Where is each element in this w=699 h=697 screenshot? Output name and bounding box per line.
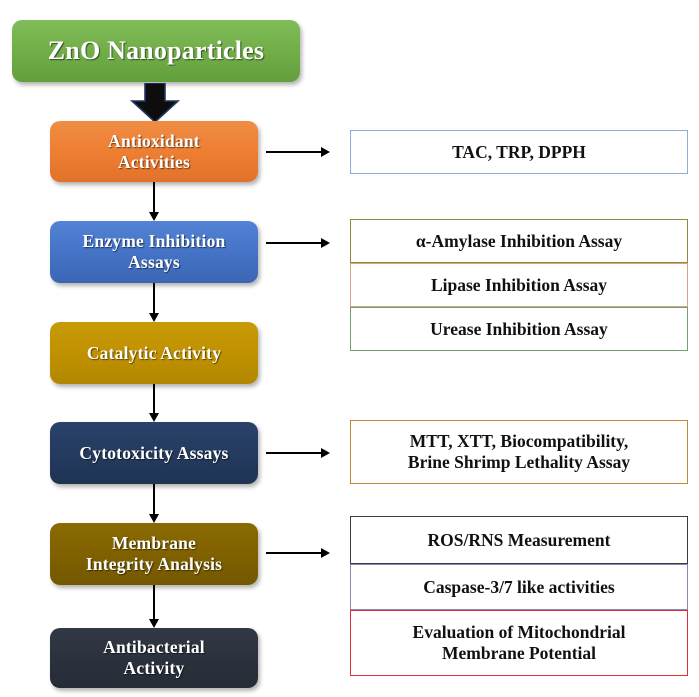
output-box-caspase[interactable]: Caspase-3/7 like activities bbox=[350, 564, 688, 610]
node-label-line1: Antibacterial bbox=[103, 637, 205, 658]
node-label-line1: Enzyme Inhibition bbox=[82, 231, 226, 252]
node-label-line1: Catalytic Activity bbox=[86, 342, 222, 363]
output-label-line2: Brine Shrimp Lethality Assay bbox=[407, 452, 631, 472]
connector-arrowhead-icon bbox=[321, 547, 330, 558]
connector-antioxidant-to-enzyme bbox=[153, 182, 155, 213]
output-box-ros-rns[interactable]: ROS/RNS Measurement bbox=[350, 516, 688, 564]
output-label-line1: Lipase Inhibition Assay bbox=[430, 274, 608, 295]
connector-arrowhead-icon bbox=[321, 447, 330, 458]
connector-arrowhead-icon bbox=[148, 212, 159, 221]
output-label-line2: Membrane Potential bbox=[441, 643, 597, 663]
node-enzyme-inhibition-assays[interactable]: Enzyme Inhibition Assays bbox=[50, 221, 258, 283]
node-label-wrapper: Enzyme Inhibition Assays bbox=[83, 231, 226, 272]
output-label-line1: ROS/RNS Measurement bbox=[427, 529, 611, 550]
connector-catalytic-to-cytotoxicity bbox=[153, 384, 155, 414]
connector-arrowhead-icon bbox=[321, 237, 330, 248]
connector-enzyme-to-outputs bbox=[266, 242, 322, 244]
output-label-wrapper: MTT, XTT, Biocompatibility, Brine Shrimp… bbox=[408, 431, 630, 473]
connector-membrane-to-antibacterial bbox=[153, 585, 155, 620]
output-label-line1: Evaluation of Mitochondrial bbox=[412, 622, 626, 642]
block-down-arrow-icon bbox=[129, 83, 181, 123]
output-box-antioxidant-methods[interactable]: TAC, TRP, DPPH bbox=[350, 130, 688, 174]
node-membrane-integrity-analysis[interactable]: Membrane Integrity Analysis bbox=[50, 523, 258, 585]
output-box-urease[interactable]: Urease Inhibition Assay bbox=[350, 307, 688, 351]
connector-arrowhead-icon bbox=[148, 313, 159, 322]
node-label: ZnO Nanoparticles bbox=[47, 35, 265, 65]
node-label-wrapper: Membrane Integrity Analysis bbox=[86, 533, 222, 574]
output-box-alpha-amylase[interactable]: α-Amylase Inhibition Assay bbox=[350, 219, 688, 263]
node-label-line2: Activities bbox=[118, 151, 190, 172]
connector-antioxidant-to-outputs bbox=[266, 151, 322, 153]
output-box-mitochondrial-membrane-potential[interactable]: Evaluation of Mitochondrial Membrane Pot… bbox=[350, 610, 688, 676]
node-label-wrapper: Antibacterial Activity bbox=[103, 637, 205, 678]
node-label-line1: Membrane bbox=[111, 533, 197, 554]
node-znO-nanoparticles[interactable]: ZnO Nanoparticles bbox=[12, 20, 300, 82]
node-label-line1: Cytotoxicity Assays bbox=[79, 442, 229, 463]
connector-cytotoxicity-to-membrane bbox=[153, 484, 155, 515]
output-box-cytotoxicity-methods[interactable]: MTT, XTT, Biocompatibility, Brine Shrimp… bbox=[350, 420, 688, 484]
node-antioxidant-activities[interactable]: Antioxidant Activities bbox=[50, 121, 258, 182]
output-label-line1: TAC, TRP, DPPH bbox=[452, 141, 586, 162]
output-box-lipase[interactable]: Lipase Inhibition Assay bbox=[350, 263, 688, 307]
connector-membrane-to-outputs bbox=[266, 552, 322, 554]
output-label-line1: Caspase-3/7 like activities bbox=[423, 576, 615, 597]
node-cytotoxicity-assays[interactable]: Cytotoxicity Assays bbox=[50, 422, 258, 484]
node-label-wrapper: Antioxidant Activities bbox=[108, 131, 200, 172]
node-antibacterial-activity[interactable]: Antibacterial Activity bbox=[50, 628, 258, 688]
output-label-line1: α-Amylase Inhibition Assay bbox=[415, 230, 623, 251]
connector-arrowhead-icon bbox=[148, 619, 159, 628]
connector-arrowhead-icon bbox=[148, 413, 159, 422]
output-label-line1: Urease Inhibition Assay bbox=[430, 318, 608, 339]
connector-enzyme-to-catalytic bbox=[153, 283, 155, 314]
output-label-line1: MTT, XTT, Biocompatibility, bbox=[409, 431, 629, 451]
node-catalytic-activity[interactable]: Catalytic Activity bbox=[50, 322, 258, 384]
node-label-line2: Integrity Analysis bbox=[85, 554, 223, 574]
connector-arrowhead-icon bbox=[148, 514, 159, 523]
connector-cytotoxicity-to-outputs bbox=[266, 452, 322, 454]
node-label-line1: Antioxidant bbox=[108, 130, 200, 151]
output-label-wrapper: Evaluation of Mitochondrial Membrane Pot… bbox=[413, 622, 626, 664]
node-label-line2: Assays bbox=[128, 252, 180, 272]
connector-arrowhead-icon bbox=[321, 146, 330, 157]
node-label-line2: Activity bbox=[123, 658, 185, 678]
